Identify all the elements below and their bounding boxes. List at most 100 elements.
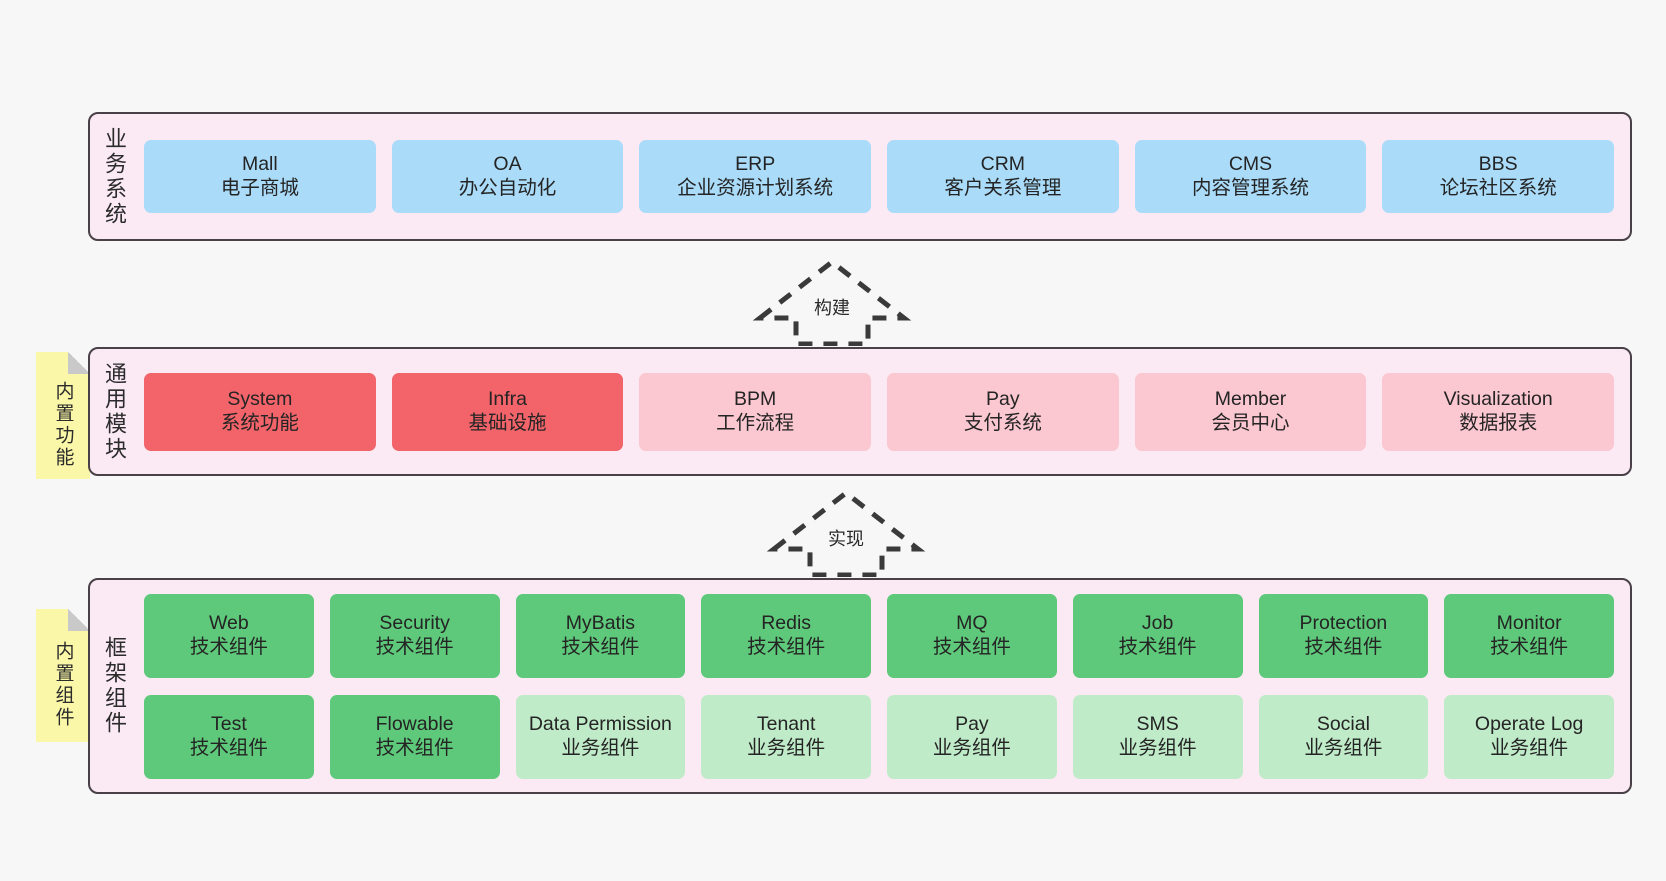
node-cms-title: CMS [1228,152,1273,175]
node-bpm-title: BPM [734,387,777,410]
layer-common-module-body: System 系统功能 Infra 基础设施 BPM 工作流程 Pay 支付系统… [138,349,1630,474]
node-operate-log-title: Operate Log [1474,712,1584,735]
node-erp-title: ERP [735,152,776,175]
sticky-note-builtin-function-label: 内置功能 [52,380,74,469]
node-web-subtitle: 技术组件 [189,635,268,658]
node-security[interactable]: Security 技术组件 [329,593,500,678]
node-pay-component-title: Pay [955,712,989,735]
node-sms-subtitle: 业务组件 [1118,736,1197,759]
sticky-note-builtin-component-label: 内置组件 [52,640,74,729]
framework-row-2: Test 技术组件 Flowable 技术组件 Data Permission … [144,694,1614,779]
node-erp-subtitle: 企业资源计划系统 [677,176,834,199]
node-pay-module-title: Pay [986,387,1020,410]
node-bpm-subtitle: 工作流程 [716,411,795,434]
dashed-hollow-arrow-up-icon [766,489,926,578]
node-oa-title: OA [493,152,522,175]
node-pay-module-subtitle: 支付系统 [963,411,1042,434]
node-job[interactable]: Job 技术组件 [1072,593,1243,678]
node-bpm[interactable]: BPM 工作流程 [639,372,872,451]
node-monitor-title: Monitor [1496,611,1562,634]
connector-build-arrow: 构建 [752,256,912,347]
layer-framework-component-body: Web 技术组件 Security 技术组件 MyBatis 技术组件 Redi… [138,580,1630,792]
node-job-subtitle: 技术组件 [1118,635,1197,658]
node-pay-component-subtitle: 业务组件 [932,736,1011,759]
sticky-note-builtin-function: 内置功能 [36,352,90,479]
node-monitor-subtitle: 技术组件 [1490,635,1569,658]
node-data-permission-subtitle: 业务组件 [561,736,640,759]
node-mall-subtitle: 电子商城 [220,176,299,199]
node-mq-title: MQ [956,611,988,634]
node-erp[interactable]: ERP 企业资源计划系统 [639,140,872,213]
node-mall-title: Mall [241,152,278,175]
node-visualization-title: Visualization [1443,387,1553,410]
node-test[interactable]: Test 技术组件 [144,694,314,779]
node-bbs-subtitle: 论坛社区系统 [1439,176,1557,199]
node-job-title: Job [1141,611,1174,634]
node-flowable[interactable]: Flowable 技术组件 [329,694,500,779]
business-row-1: Mall 电子商城 OA 办公自动化 ERP 企业资源计划系统 CRM 客户关系… [144,140,1615,213]
node-web-title: Web [209,611,249,634]
layer-framework-component-label: 框架组件 [102,636,127,736]
node-operate-log-subtitle: 业务组件 [1490,736,1569,759]
node-flowable-subtitle: 技术组件 [375,736,454,759]
node-mybatis[interactable]: MyBatis 技术组件 [515,593,686,678]
node-infra-subtitle: 基础设施 [468,411,547,434]
node-pay-module[interactable]: Pay 支付系统 [887,372,1119,451]
node-system[interactable]: System 系统功能 [144,372,376,451]
node-test-subtitle: 技术组件 [189,736,268,759]
node-mall[interactable]: Mall 电子商城 [144,140,376,213]
node-operate-log[interactable]: Operate Log 业务组件 [1444,694,1614,779]
node-social-title: Social [1316,712,1370,735]
layer-business-system-body: Mall 电子商城 OA 办公自动化 ERP 企业资源计划系统 CRM 客户关系… [138,114,1630,239]
node-tenant-subtitle: 业务组件 [747,736,826,759]
node-pay-component[interactable]: Pay 业务组件 [887,694,1057,779]
node-data-permission-title: Data Permission [528,712,672,735]
node-bbs[interactable]: BBS 论坛社区系统 [1382,140,1615,213]
node-member-title: Member [1214,387,1287,410]
dashed-hollow-arrow-up-icon [752,258,912,347]
node-infra[interactable]: Infra 基础设施 [391,372,624,451]
node-member-subtitle: 会员中心 [1211,411,1290,434]
node-security-subtitle: 技术组件 [375,635,454,658]
connector-implement-arrow: 实现 [766,487,926,578]
node-sms[interactable]: SMS 业务组件 [1072,694,1243,779]
node-visualization[interactable]: Visualization 数据报表 [1382,372,1615,451]
node-data-permission[interactable]: Data Permission 业务组件 [515,694,686,779]
node-tenant[interactable]: Tenant 业务组件 [701,694,871,779]
node-oa-subtitle: 办公自动化 [458,176,557,199]
node-social-subtitle: 业务组件 [1304,736,1383,759]
node-social[interactable]: Social 业务组件 [1258,694,1429,779]
node-redis[interactable]: Redis 技术组件 [701,593,871,678]
node-mybatis-subtitle: 技术组件 [561,635,640,658]
node-visualization-subtitle: 数据报表 [1459,411,1538,434]
node-sms-title: SMS [1136,712,1179,735]
node-security-title: Security [379,611,450,634]
common-row-1: System 系统功能 Infra 基础设施 BPM 工作流程 Pay 支付系统… [144,372,1615,451]
node-cms[interactable]: CMS 内容管理系统 [1134,140,1367,213]
node-infra-title: Infra [487,387,528,410]
layer-business-system-label: 业务系统 [102,126,127,227]
node-protection-subtitle: 技术组件 [1304,635,1383,658]
node-redis-title: Redis [761,611,812,634]
node-system-subtitle: 系统功能 [220,411,299,434]
framework-row-1: Web 技术组件 Security 技术组件 MyBatis 技术组件 Redi… [144,593,1614,678]
layer-business-system: 业务系统 Mall 电子商城 OA 办公自动化 ERP 企业资源计划系统 CRM… [88,112,1632,241]
node-mq[interactable]: MQ 技术组件 [887,593,1057,678]
layer-common-module: 通用模块 System 系统功能 Infra 基础设施 BPM 工作流程 Pay… [88,347,1632,476]
node-redis-subtitle: 技术组件 [747,635,826,658]
node-mybatis-title: MyBatis [565,611,636,634]
node-web[interactable]: Web 技术组件 [144,593,314,678]
node-cms-subtitle: 内容管理系统 [1192,176,1310,199]
node-test-title: Test [210,712,247,735]
node-member[interactable]: Member 会员中心 [1134,372,1367,451]
node-oa[interactable]: OA 办公自动化 [391,140,624,213]
node-monitor[interactable]: Monitor 技术组件 [1444,593,1614,678]
layer-common-module-label: 通用模块 [102,361,127,462]
node-system-title: System [227,387,293,410]
layer-framework-component: 框架组件 Web 技术组件 Security 技术组件 MyBatis 技术组件… [88,578,1632,794]
node-crm-subtitle: 客户关系管理 [944,176,1062,199]
node-tenant-title: Tenant [756,712,816,735]
node-crm[interactable]: CRM 客户关系管理 [887,140,1119,213]
node-protection[interactable]: Protection 技术组件 [1258,593,1429,678]
